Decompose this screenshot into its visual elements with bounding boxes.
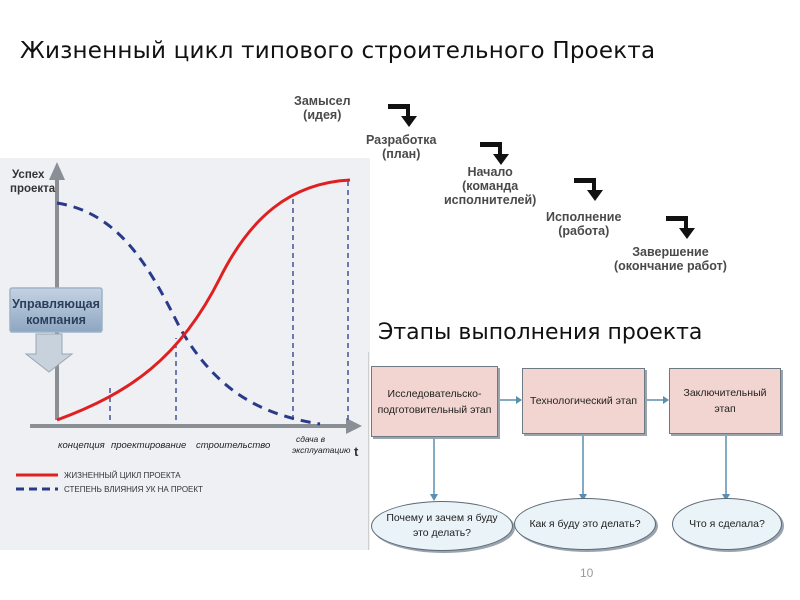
page-number: 10	[580, 566, 594, 580]
legend-lifecycle-label: ЖИЗНЕННЫЙ ЦИКЛ ПРОЕКТА	[64, 471, 181, 480]
question-oval-why: Почему и зачем я буду это делать?	[371, 501, 513, 551]
phase-label-handover-2: эксплуатацию	[292, 445, 351, 455]
phase-label-concept: концепция	[58, 440, 105, 451]
step-plan-line2: (план)	[382, 147, 421, 161]
influence-curve	[56, 201, 321, 426]
company-label-line2: компания	[26, 313, 86, 327]
lifecycle-curve	[56, 178, 351, 422]
phase-label-handover-1: сдача в	[296, 434, 326, 444]
arrow-right-icon	[516, 396, 522, 404]
question-oval-what: Что я сделала?	[672, 498, 782, 550]
arrow-down-right-icon	[480, 142, 509, 165]
step-start-line1: Начало	[467, 165, 513, 179]
step-plan-line1: Разработка	[366, 133, 437, 147]
stage-box-research: Исследовательско-подготовительный этап	[371, 366, 498, 437]
x-axis-arrow-icon	[346, 418, 362, 434]
page-title: Жизненный цикл типового строительного Пр…	[20, 38, 656, 64]
step-idea-line1: Замысел	[294, 94, 351, 108]
step-start-line2: (команда	[462, 179, 519, 193]
step-start-line3: исполнителей)	[444, 193, 537, 207]
lifecycle-chart-svg: Управляющая компания Успех проекта t кон…	[9, 162, 362, 494]
question-oval-how: Как я буду это делать?	[514, 498, 656, 550]
company-box	[9, 287, 103, 333]
y-axis-arrow-icon	[49, 162, 65, 180]
legend-influence-label: СТЕПЕНЬ ВЛИЯНИЯ УК НА ПРОЕКТ	[64, 485, 203, 494]
step-plan: Разработка (план)	[366, 133, 436, 161]
arrow-down-right-icon	[388, 104, 417, 127]
arrow-down-right-icon	[666, 216, 695, 239]
y-axis-label-line1: Успех	[12, 169, 45, 181]
y-axis-label-line2: проекта	[10, 183, 56, 195]
lifecycle-chart: Управляющая компания Успех проекта t кон…	[0, 158, 370, 550]
x-axis-label: t	[354, 444, 359, 459]
step-start: Начало (команда исполнителей)	[444, 165, 536, 207]
step-idea-line2: (идея)	[303, 108, 342, 122]
step-execution-line1: Исполнение	[546, 210, 622, 224]
arrow-right-icon	[663, 396, 669, 404]
phase-label-design: проектирование	[111, 440, 186, 451]
step-completion-line1: Завершение	[632, 245, 709, 259]
step-completion: Завершение (окончание работ)	[614, 245, 727, 273]
arrow-down-right-icon	[574, 178, 603, 201]
company-arrow-icon	[24, 333, 74, 373]
step-idea: Замысел (идея)	[294, 94, 351, 122]
arrow-down-icon	[430, 494, 438, 501]
stage-box-technology: Технологический этап	[522, 368, 645, 434]
phase-label-construction: строительство	[196, 440, 270, 451]
step-completion-line2: (окончание работ)	[614, 259, 727, 273]
company-label-line1: Управляющая	[12, 297, 100, 311]
stages-panel	[368, 352, 797, 550]
stages-title: Этапы выполнения проекта	[378, 320, 703, 345]
stage-box-final: Заключительный этап	[669, 368, 781, 434]
step-execution: Исполнение (работа)	[546, 210, 621, 238]
step-execution-line2: (работа)	[558, 224, 610, 238]
